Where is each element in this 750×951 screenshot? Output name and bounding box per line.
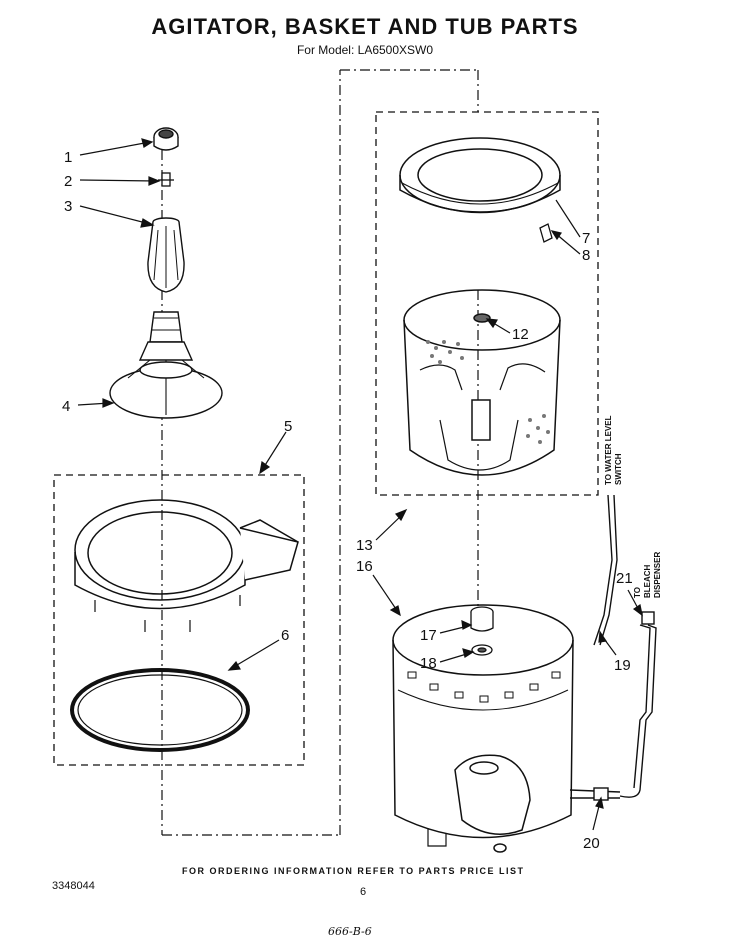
tub-ring-part bbox=[74, 499, 299, 632]
callout-16: 16 bbox=[356, 558, 373, 575]
callout-6: 6 bbox=[281, 627, 289, 644]
clip-part bbox=[539, 223, 553, 243]
model-subtitle: For Model: LA6500XSW0 bbox=[296, 43, 434, 57]
part-number: 3348044 bbox=[52, 880, 95, 892]
callout-18: 18 bbox=[420, 655, 437, 672]
agitator-barrel-part bbox=[147, 217, 185, 293]
leader-lines bbox=[77, 138, 643, 831]
outer-tub-part bbox=[392, 604, 574, 853]
bleach-label-3: DISPENSER bbox=[653, 552, 662, 598]
ordering-note: FOR ORDERING INFORMATION REFER TO PARTS … bbox=[182, 866, 525, 876]
basket-part bbox=[403, 289, 561, 476]
callout-13: 13 bbox=[356, 537, 373, 554]
callout-5: 5 bbox=[284, 418, 292, 435]
bleach-label-1: TO bbox=[633, 587, 642, 598]
callout-19: 19 bbox=[614, 657, 631, 674]
page-title: AGITATOR, BASKET AND TUB PARTS bbox=[151, 14, 579, 39]
callout-17: 17 bbox=[420, 627, 437, 644]
callout-1: 1 bbox=[64, 149, 72, 166]
stud-part bbox=[158, 172, 174, 187]
water-level-label-2: SWITCH bbox=[614, 453, 623, 485]
callout-20: 20 bbox=[583, 835, 600, 852]
page-number: 6 bbox=[360, 886, 367, 898]
gasket-part bbox=[70, 668, 250, 752]
callout-12: 12 bbox=[512, 326, 529, 343]
agitator-base-part bbox=[109, 311, 223, 419]
handwritten-note: 666-B-6 bbox=[328, 925, 372, 938]
callout-8: 8 bbox=[582, 247, 590, 264]
balance-ring-part bbox=[399, 137, 561, 214]
hose-parts bbox=[569, 494, 657, 801]
bleach-label-2: BLEACH bbox=[643, 564, 652, 598]
callout-4: 4 bbox=[62, 398, 70, 415]
agitator-cap-part bbox=[153, 127, 179, 151]
callout-21: 21 bbox=[616, 570, 633, 587]
water-level-label-1: TO WATER LEVEL bbox=[604, 415, 613, 485]
callout-2: 2 bbox=[64, 173, 72, 190]
callout-3: 3 bbox=[64, 198, 72, 215]
tub-seal-part bbox=[470, 606, 494, 656]
callout-7: 7 bbox=[582, 230, 590, 247]
